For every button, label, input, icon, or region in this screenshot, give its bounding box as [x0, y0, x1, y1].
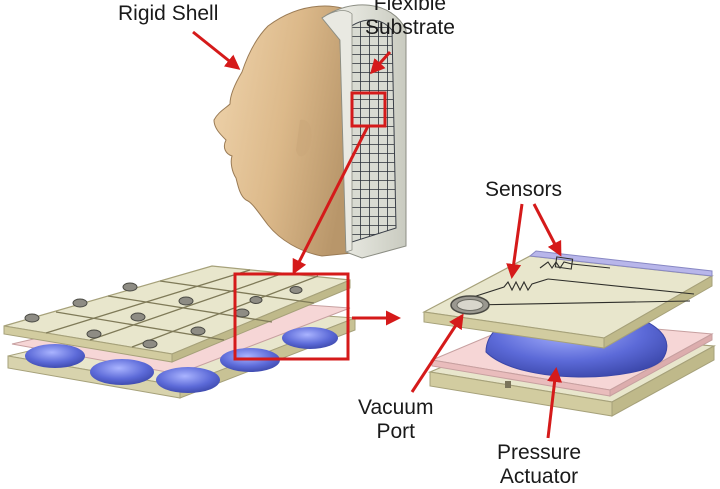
label-text: Vacuum	[358, 396, 434, 419]
label-text: Rigid Shell	[118, 2, 219, 25]
face-ear	[296, 119, 312, 157]
arrow-pressure-actuator	[546, 367, 563, 439]
array-zoom-box	[233, 272, 350, 361]
callout-arrows	[192, 30, 563, 439]
array-bladder	[25, 344, 85, 368]
arrow-zoom-to-array	[292, 125, 370, 275]
label-text: Actuator	[499, 465, 579, 488]
label-flexible-substrate: Flexible Substrate	[365, 0, 455, 40]
array-bladder	[90, 359, 154, 385]
array-bladder	[156, 367, 220, 393]
label-rigid-shell: Rigid Shell	[118, 2, 218, 26]
sensor-array-grid	[3, 265, 356, 399]
array-bladder	[282, 327, 338, 349]
sensor-element	[554, 256, 574, 270]
shell-rim	[321, 10, 353, 253]
label-vacuum-port: Vacuum Port	[358, 396, 433, 444]
arrow-flexible-substrate	[369, 50, 392, 75]
arrow-vacuum-port	[410, 313, 464, 393]
mesh-zoom-box	[350, 91, 387, 128]
label-text: Sensors	[485, 178, 563, 201]
exploded-tile	[422, 250, 717, 417]
head-illustration	[213, 4, 407, 259]
label-text: Port	[376, 420, 415, 443]
arrow-sensors-left	[506, 203, 524, 279]
label-sensors: Sensors	[485, 178, 562, 202]
label-text: Substrate	[365, 16, 455, 39]
sensor-traces	[469, 256, 695, 306]
label-text: Flexible	[373, 0, 447, 15]
arrow-sensors-right	[532, 203, 562, 257]
label-text: Pressure	[497, 441, 582, 464]
label-pressure-actuator: Pressure Actuator	[497, 441, 581, 489]
rigid-shell-face	[213, 5, 363, 257]
arrow-rigid-shell	[192, 30, 241, 70]
